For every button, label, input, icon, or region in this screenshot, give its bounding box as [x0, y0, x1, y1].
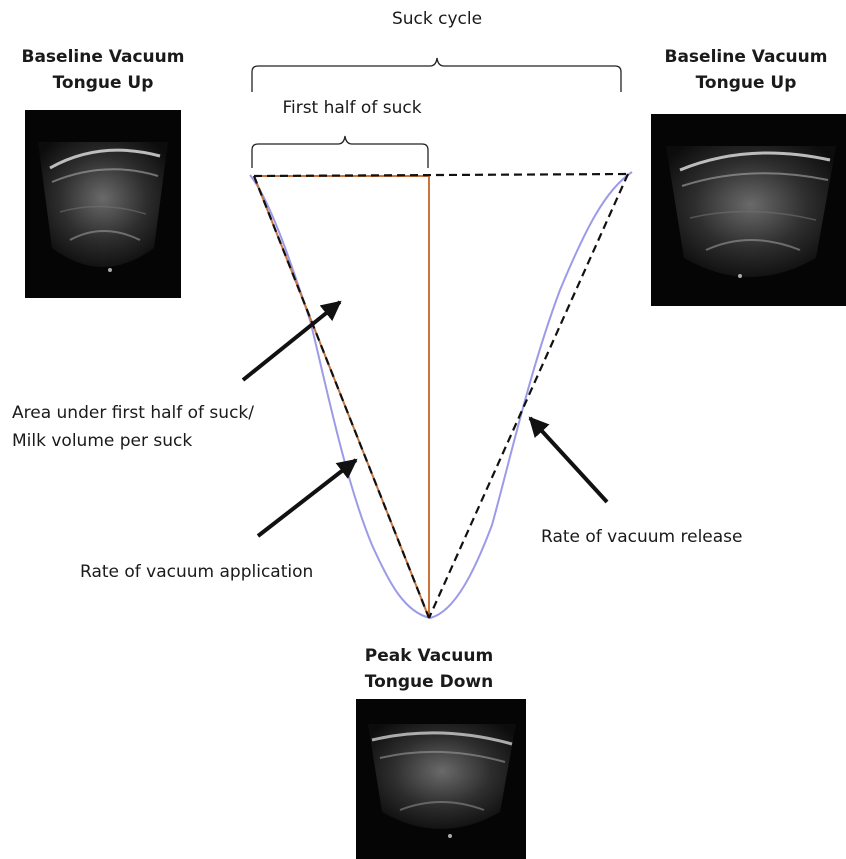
- baseline-left-title-line1: Baseline Vacuum: [22, 47, 185, 67]
- dashed-cycle-triangle: [254, 174, 628, 618]
- first-half-label: First half of suck: [282, 98, 421, 118]
- baseline-left-title-line2: Tongue Up: [53, 73, 154, 93]
- peak-title-line2: Tongue Down: [365, 672, 493, 692]
- ultrasound-image-baseline-right: [651, 114, 846, 306]
- ultrasound-image-baseline-left: [25, 110, 181, 298]
- baseline-right-title-line2: Tongue Up: [696, 73, 797, 93]
- vacuum-pressure-curve: [250, 172, 632, 618]
- area-arrow: [243, 302, 340, 380]
- area-label-line2: Milk volume per suck: [12, 431, 192, 451]
- baseline-right-title-line1: Baseline Vacuum: [665, 47, 828, 67]
- ultrasound-image-peak-vacuum: [356, 699, 526, 859]
- first-half-bracket: [252, 136, 428, 168]
- area-label-line1: Area under first half of suck/: [12, 403, 254, 423]
- rate-release-arrow: [530, 418, 607, 502]
- peak-title-line1: Peak Vacuum: [365, 646, 493, 666]
- rate-application-label: Rate of vacuum application: [80, 562, 313, 582]
- suck-cycle-bracket: [252, 58, 621, 92]
- rate-application-arrow: [258, 460, 356, 536]
- suck-cycle-label: Suck cycle: [392, 9, 482, 29]
- rate-release-label: Rate of vacuum release: [541, 527, 743, 547]
